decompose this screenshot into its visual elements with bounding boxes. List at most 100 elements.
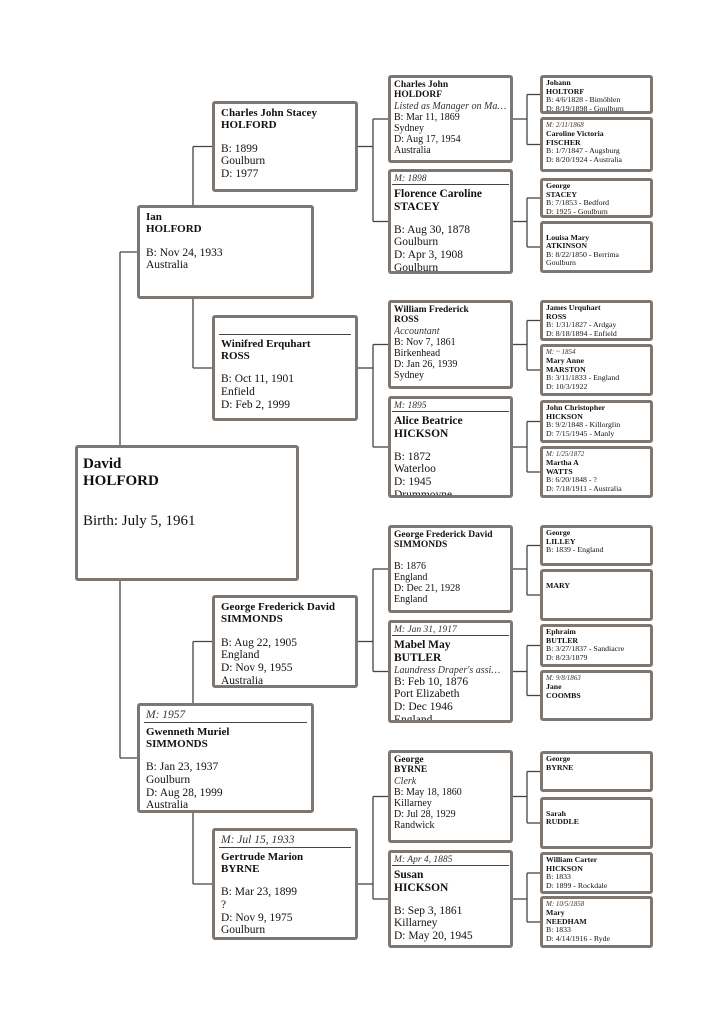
vital-line: Drummoyne bbox=[394, 488, 453, 498]
given-name: Jane bbox=[546, 682, 562, 691]
vital-line: B: 1833 bbox=[546, 872, 571, 882]
spacer bbox=[146, 235, 305, 247]
vital-line: Sydney bbox=[394, 122, 424, 134]
marriage-date bbox=[219, 321, 351, 335]
surname: LILLEY bbox=[546, 536, 576, 546]
marriage-date: M: 9/8/1863 bbox=[546, 674, 581, 682]
vital-line: B: Feb 10, 1876 bbox=[394, 675, 469, 688]
vital-line: D: 8/23/1879 bbox=[546, 652, 588, 662]
vital-line: B: 1833 bbox=[546, 925, 571, 935]
vital-line: D: Aug 17, 1954 bbox=[394, 133, 461, 145]
given-name: Sarah bbox=[546, 808, 566, 818]
given-name: George Frederick David bbox=[221, 601, 336, 613]
surname: HICKSON bbox=[546, 863, 583, 873]
given-name: Charles John Stacey bbox=[221, 107, 317, 119]
surname: HOLFORD bbox=[221, 119, 277, 132]
given-name: Charles John bbox=[394, 80, 449, 90]
vital-line: B: Nov 24, 1933 bbox=[146, 246, 223, 259]
vital-line: Birkenhead bbox=[394, 347, 441, 359]
vital-line: D: 7/15/1945 - Manly bbox=[546, 428, 615, 438]
surname: WATTS bbox=[546, 466, 573, 476]
vital-line: England bbox=[394, 571, 428, 583]
vital-line: D: Apr 3, 1908 bbox=[394, 249, 463, 261]
spacer bbox=[394, 895, 507, 905]
spacer bbox=[221, 625, 349, 637]
vital-line: B: 1839 - England bbox=[546, 545, 604, 555]
vital-line: Randwick bbox=[394, 819, 435, 831]
vital-line: D: 1977 bbox=[221, 167, 259, 180]
person-box-mffm[interactable]: MARY bbox=[540, 569, 653, 621]
vital-line: Birth: July 5, 1961 bbox=[83, 513, 196, 529]
vital-line: B: 3/11/1833 - England bbox=[546, 373, 620, 383]
vital-line: B: Mar 11, 1869 bbox=[394, 111, 460, 123]
vital-line: B: Sep 3, 1861 bbox=[394, 904, 463, 917]
given-name: Mary bbox=[546, 908, 565, 917]
vital-line: D: Aug 28, 1999 bbox=[146, 786, 223, 799]
surname: MARSTON bbox=[546, 364, 586, 374]
vital-line: D: 10/3/1922 bbox=[546, 381, 588, 391]
surname: ROSS bbox=[221, 349, 250, 362]
vital-line: D: 8/18/1894 - Enfield bbox=[546, 328, 617, 338]
marriage-date: M: 1898 bbox=[392, 174, 509, 186]
given-name: Ephraim bbox=[546, 627, 576, 636]
marriage-date: M: 1957 bbox=[144, 709, 307, 723]
vital-line: D: Nov 9, 1975 bbox=[221, 911, 293, 924]
spacer bbox=[221, 131, 349, 143]
surname: BYRNE bbox=[546, 762, 574, 772]
surname: HOLFORD bbox=[146, 223, 202, 236]
vital-line: Goulburn bbox=[146, 773, 191, 786]
surname: HOLDORF bbox=[394, 90, 443, 101]
marriage-date: M: Jan 31, 1917 bbox=[392, 625, 509, 637]
vital-line: B: 6/20/1848 - ? bbox=[546, 475, 597, 485]
surname: STACEY bbox=[394, 201, 440, 214]
spacer bbox=[394, 214, 507, 224]
vital-line: Killarney bbox=[394, 917, 438, 930]
given-name: Mary Anne bbox=[546, 356, 584, 365]
surname: SIMMONDS bbox=[221, 613, 283, 626]
surname: BUTLER bbox=[394, 652, 442, 665]
marriage-date: M: Jul 15, 1933 bbox=[219, 834, 351, 848]
vital-line: D: 8/20/1924 - Australia bbox=[546, 154, 623, 164]
